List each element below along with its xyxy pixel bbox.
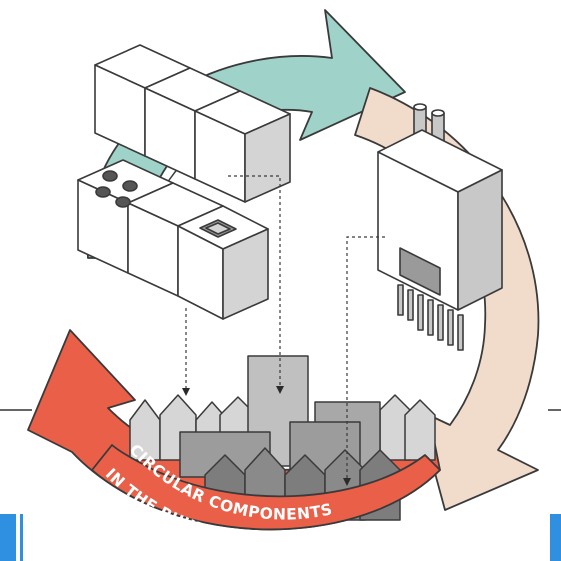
right-edge-block: [546, 514, 561, 561]
left-edge-block: [0, 514, 23, 561]
service-module: [377, 103, 503, 351]
socket-block-row: [77, 159, 269, 320]
flow-arrowheads: [182, 386, 351, 486]
top-block-row: [94, 44, 291, 203]
red-arrow-band: [91, 444, 441, 531]
component-flow-lines: [185, 175, 385, 480]
